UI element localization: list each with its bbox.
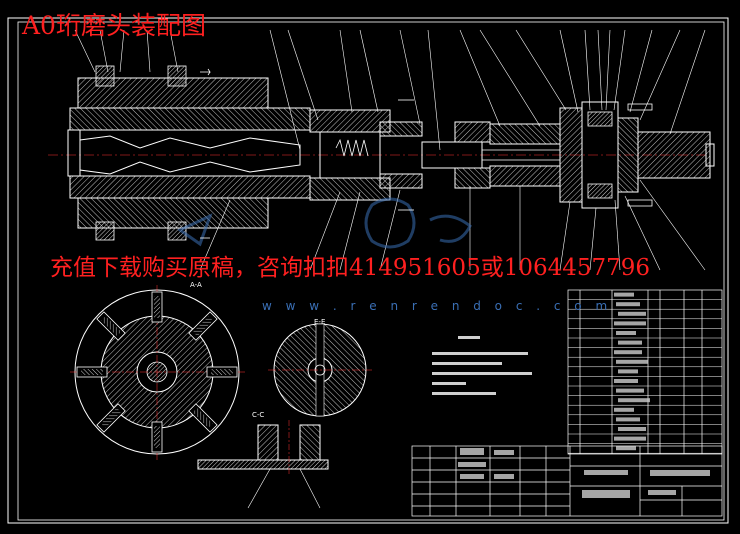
main-assembly-view (48, 65, 715, 241)
section-label-c-c: C-C (252, 411, 265, 419)
title-block-obscured-text (458, 448, 710, 498)
parts-list-cell-obscured (618, 340, 642, 345)
section-c-c (197, 420, 329, 509)
honing-stone (193, 408, 213, 428)
honing-stone (154, 426, 160, 448)
section-e-e (268, 323, 372, 417)
parts-list-cell-obscured (616, 359, 648, 364)
leader-lines-bottom (199, 179, 706, 271)
section-label-a-a: A-A (190, 281, 202, 289)
parts-list-cell-obscured (616, 446, 636, 451)
honing-stone (211, 369, 233, 375)
parts-list-cell-obscured (614, 436, 646, 441)
section-a-a-stones (76, 291, 238, 453)
renrendoc-logo-icon (177, 197, 472, 249)
parts-list-table (567, 289, 723, 455)
inner-frame (17, 21, 725, 521)
honing-stone (101, 408, 121, 428)
honing-stone (101, 316, 121, 336)
parts-list-cell-obscured (618, 427, 646, 431)
section-label-e-e: E-E (314, 318, 326, 326)
section-markers (200, 68, 414, 239)
honing-stone (193, 316, 213, 336)
parts-list-rows (568, 292, 722, 454)
parts-list-cell-obscured (616, 388, 644, 393)
parts-list-cell-obscured (614, 407, 634, 412)
parts-list-cell-obscured (614, 379, 638, 383)
technical-requirements (432, 336, 532, 395)
parts-list-cell-obscured (616, 331, 636, 335)
leader-lines-top (74, 29, 706, 151)
parts-list-cell-obscured (616, 417, 640, 422)
honing-stone (81, 369, 103, 375)
parts-list-cell-obscured (618, 369, 638, 374)
parts-list-cell-obscured (618, 398, 650, 403)
parts-list-cell-obscured (614, 321, 646, 326)
parts-list-cell-obscured (614, 292, 634, 297)
honing-stone (154, 296, 160, 318)
parts-list-cell-obscured (614, 350, 642, 355)
outer-frame (7, 17, 729, 524)
promo-banner[interactable]: 充值下载购买原稿，咨询扣扣414951605或1064457796 (50, 255, 651, 281)
drawing-title: A0珩磨头装配图 (22, 11, 206, 40)
website-watermark: w w w . r e n r e n d o c . c o m (262, 299, 613, 313)
parts-list-cell-obscured (616, 302, 640, 307)
parts-list-cell-obscured (618, 311, 646, 316)
title-block (411, 445, 723, 517)
